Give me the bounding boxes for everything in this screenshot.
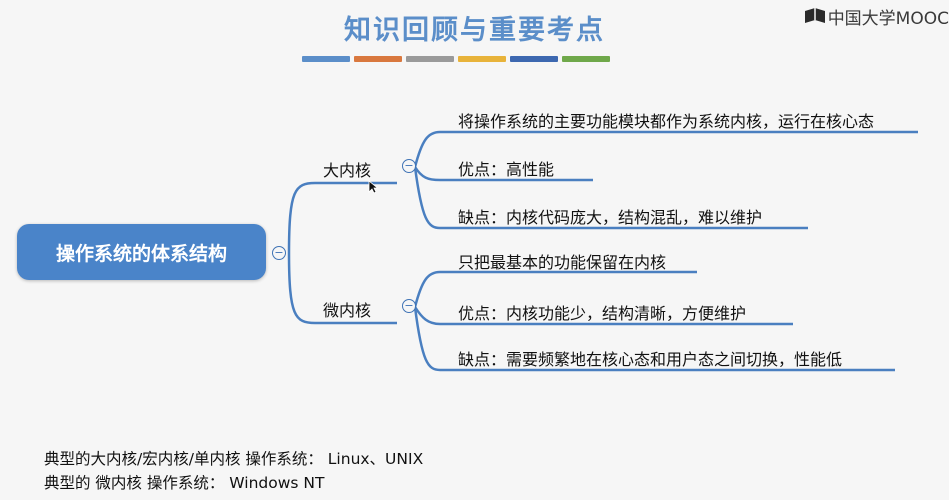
connector-big-item-3 [413, 166, 808, 230]
connector-micro-item-2 [413, 306, 793, 326]
title-color-bar-2 [354, 56, 402, 62]
connector-root-big-kernel [287, 181, 397, 254]
page-title: 知识回顾与重要考点 [344, 15, 605, 46]
connector-micro-item-1 [413, 270, 697, 308]
note-monolithic-kernel-examples: 典型的大内核/宏内核/单内核 操作系统： Linux、UNIX [44, 450, 424, 468]
collapse-root-icon[interactable]: − [272, 246, 286, 260]
branch-big-kernel[interactable]: 大内核 [323, 161, 372, 180]
leaf-micro-kernel-advantage[interactable]: 优点：内核功能少，结构清晰，方便维护 [458, 304, 747, 323]
leaf-micro-kernel-disadvantage[interactable]: 缺点：需要频繁地在核心态和用户态之间切换，性能低 [458, 350, 843, 369]
mooc-logo-icon [804, 7, 826, 25]
leaf-micro-kernel-definition[interactable]: 只把最基本的功能保留在内核 [458, 253, 667, 272]
title-color-bar-5 [510, 56, 558, 62]
title-color-bar-3 [406, 56, 454, 62]
connector-big-item-2 [413, 166, 593, 182]
note-micro-kernel-examples: 典型的 微内核 操作系统： Windows NT [44, 474, 325, 492]
leaf-big-kernel-disadvantage[interactable]: 缺点：内核代码庞大，结构混乱，难以维护 [458, 208, 763, 227]
connector-big-item-1 [413, 130, 918, 168]
title-color-bar-4 [458, 56, 506, 62]
title-color-bar-1 [302, 56, 350, 62]
leaf-big-kernel-definition[interactable]: 将操作系统的主要功能模块都作为系统内核，运行在核心态 [458, 112, 875, 131]
mindmap-root-node[interactable]: 操作系统的体系结构 [17, 224, 266, 280]
watermark-text: 中国大学MOOC [827, 8, 949, 29]
mooc-watermark: 中国大学MOOC [804, 4, 949, 29]
leaf-big-kernel-advantage[interactable]: 优点：高性能 [458, 160, 555, 179]
branch-micro-kernel[interactable]: 微内核 [323, 301, 372, 320]
collapse-big-kernel-icon[interactable]: − [402, 159, 416, 173]
mouse-pointer-icon [368, 180, 378, 194]
collapse-micro-kernel-icon[interactable]: − [402, 299, 416, 313]
connector-root-micro-kernel [287, 252, 397, 325]
title-color-bar-6 [562, 56, 610, 62]
connector-micro-item-3 [413, 306, 895, 372]
